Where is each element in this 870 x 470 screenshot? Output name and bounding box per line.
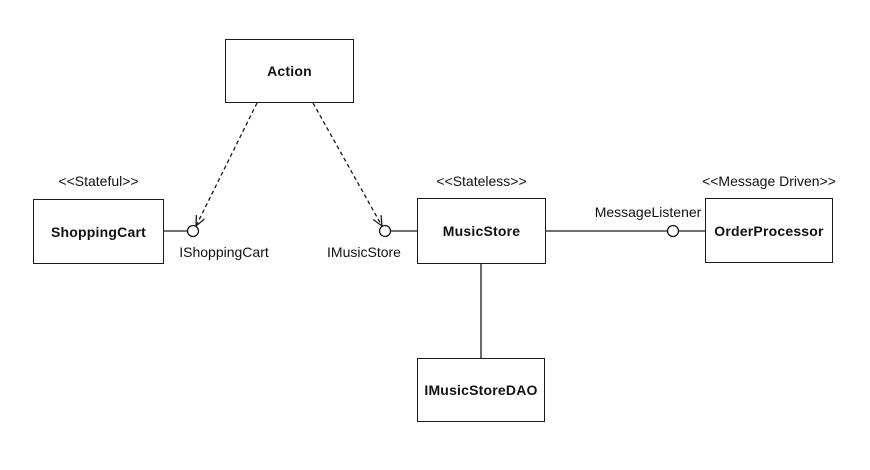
stereotype-stateful-label: <<Stateful>> [58, 173, 139, 189]
imusicstore-lollipop-circle [378, 224, 392, 238]
stereotype-message-driven-label: <<Message Driven>> [702, 173, 836, 189]
node-imusicstoredao: IMusicStoreDAO [417, 358, 545, 422]
node-musicstore: MusicStore [417, 198, 546, 264]
node-action-label: Action [267, 63, 312, 79]
node-orderprocessor: OrderProcessor [705, 198, 833, 263]
stereotype-stateful: <<Stateful>> [33, 172, 164, 190]
stereotype-stateless: <<Stateless>> [417, 172, 546, 190]
node-imusicstoredao-label: IMusicStoreDAO [424, 382, 538, 398]
stereotype-message-driven: <<Message Driven>> [702, 172, 836, 190]
messagelistener-lollipop-circle [666, 224, 680, 238]
interface-label-ishoppingcart: IShoppingCart [179, 244, 269, 260]
node-shoppingcart: ShoppingCart [33, 199, 164, 264]
node-shoppingcart-label: ShoppingCart [51, 223, 146, 240]
interface-label-imusicstore: IMusicStore [327, 244, 401, 260]
dependency-arrow-action-to-ishoppingcart [196, 102, 258, 226]
ishoppingcart-lollipop-circle [186, 224, 200, 238]
stereotype-stateless-label: <<Stateless>> [436, 173, 527, 189]
dependency-arrow-action-to-imusicstore [312, 102, 382, 226]
node-musicstore-label: MusicStore [442, 223, 521, 239]
node-orderprocessor-label: OrderProcessor [714, 222, 824, 239]
node-action: Action [225, 39, 354, 103]
interface-label-messagelistener: MessageListener [594, 204, 702, 220]
